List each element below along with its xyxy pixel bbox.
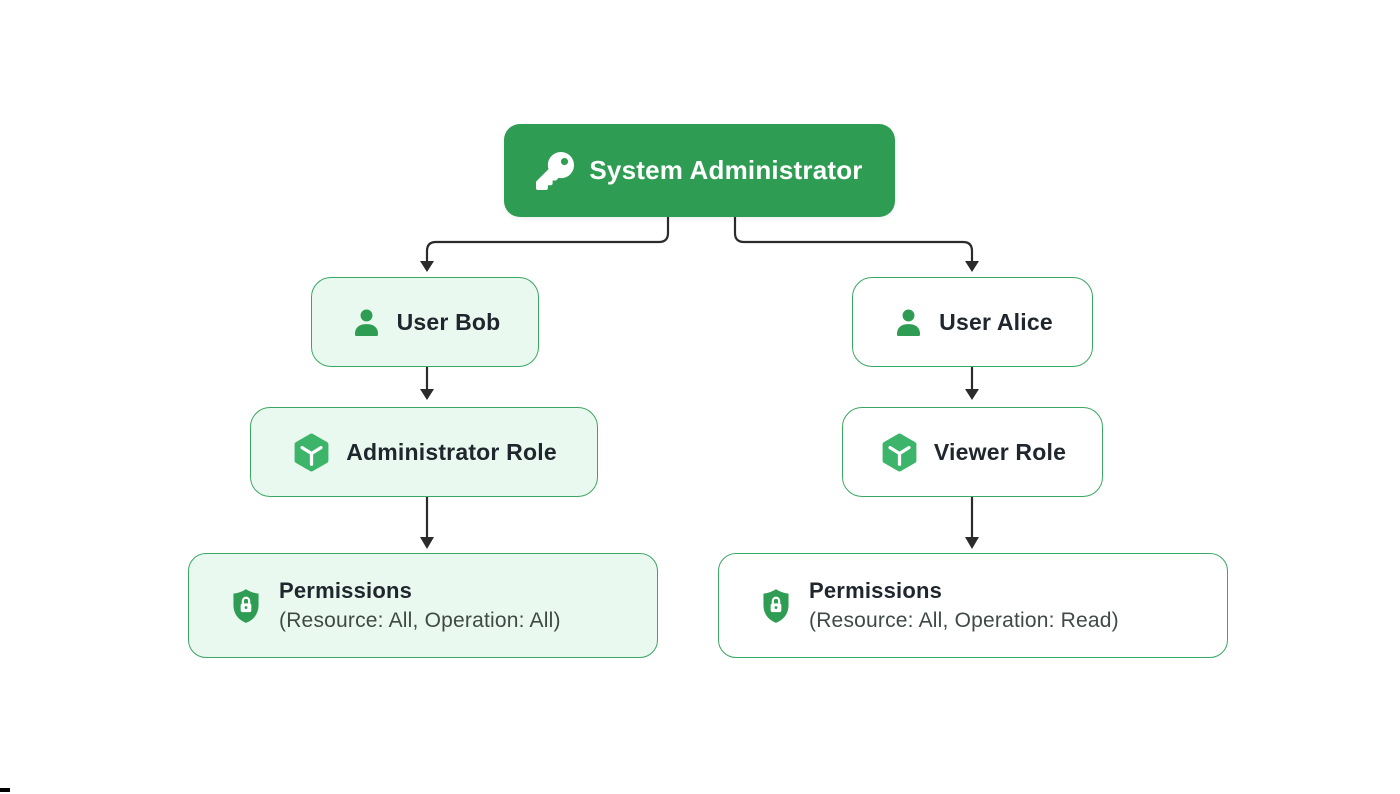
shield-lock-icon xyxy=(227,586,265,626)
connector-admin-to-alice xyxy=(733,216,979,272)
connector-alice-to-role xyxy=(965,367,979,400)
connector-bob-to-role xyxy=(420,367,434,400)
permissions-detail: (Resource: All, Operation: All) xyxy=(279,609,561,632)
node-system-administrator: System Administrator xyxy=(504,124,895,217)
permissions-title: Permissions xyxy=(279,578,413,603)
user-icon xyxy=(892,306,925,339)
node-permissions-all: Permissions (Resource: All, Operation: A… xyxy=(188,553,658,658)
page-corner-mark xyxy=(0,788,10,792)
node-viewer-role: Viewer Role xyxy=(842,407,1103,497)
key-icon xyxy=(536,151,575,190)
node-label: Administrator Role xyxy=(346,438,557,465)
connector-adminrole-to-permissions xyxy=(420,497,434,549)
permissions-text: Permissions (Resource: All, Operation: A… xyxy=(279,578,561,633)
node-administrator-role: Administrator Role xyxy=(250,407,598,497)
connector-viewerrole-to-permissions xyxy=(965,497,979,549)
permissions-title: Permissions xyxy=(809,578,943,603)
node-user-bob: User Bob xyxy=(311,277,539,367)
cube-icon xyxy=(879,432,920,473)
node-label: User Bob xyxy=(396,308,501,335)
connector-admin-to-bob xyxy=(420,216,670,272)
node-permissions-read: Permissions (Resource: All, Operation: R… xyxy=(718,553,1228,658)
node-label: Viewer Role xyxy=(933,438,1067,465)
cube-icon xyxy=(291,432,332,473)
node-label: System Administrator xyxy=(589,155,863,185)
permissions-text: Permissions (Resource: All, Operation: R… xyxy=(809,578,1119,633)
shield-lock-icon xyxy=(757,586,795,626)
node-label: User Alice xyxy=(939,308,1053,335)
permissions-detail: (Resource: All, Operation: Read) xyxy=(809,609,1119,632)
node-user-alice: User Alice xyxy=(852,277,1093,367)
user-icon xyxy=(350,306,383,339)
